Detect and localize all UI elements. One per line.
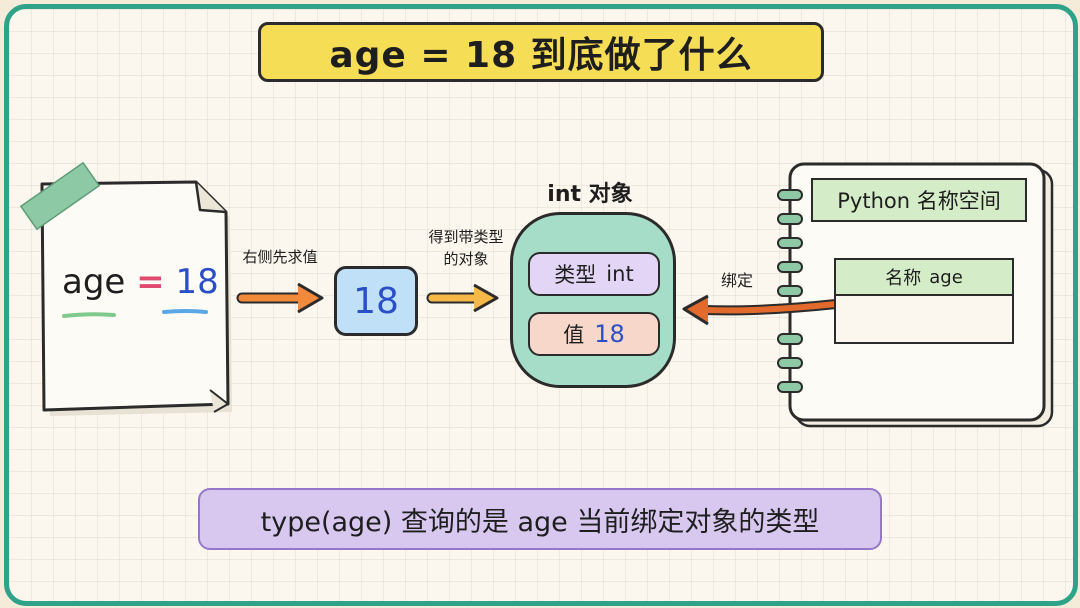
int-object-title: int 对象	[547, 182, 633, 207]
arrow-create-label: 得到带类型 的对象	[416, 226, 516, 270]
page-title: age = 18 到底做了什么	[258, 22, 824, 82]
tape	[19, 161, 101, 231]
paper-curl	[209, 389, 229, 413]
arrow-create-object	[426, 283, 499, 313]
type-value: int	[606, 262, 634, 286]
type-pill: 类型 int	[528, 252, 660, 296]
underline-num	[162, 309, 208, 314]
namespace-title: Python 名称空间	[811, 178, 1027, 222]
footer-note: type(age) 查询的是 age 当前绑定对象的类型	[198, 488, 882, 550]
arrow-bind	[682, 294, 841, 326]
arrow-evaluate-label: 右侧先求值	[242, 248, 318, 266]
code-assignment: age = 18	[62, 262, 222, 302]
type-label: 类型	[554, 263, 597, 287]
value-number: 18	[594, 320, 625, 348]
value-box: 18	[334, 266, 418, 336]
namespace-column-label: 名称	[885, 268, 922, 289]
namespace-table: 名称 age	[834, 258, 1014, 344]
arrow-evaluate	[236, 282, 324, 314]
notebook-rings	[777, 189, 803, 393]
underline-var	[62, 312, 116, 318]
bind-label: 绑定	[720, 271, 753, 290]
arrow-create-label-line1: 得到带类型	[428, 228, 504, 246]
value-pill: 值 18	[528, 312, 660, 356]
namespace-table-header: 名称 age	[836, 260, 1012, 296]
code-number: 18	[175, 262, 219, 302]
code-var: age	[62, 262, 126, 302]
arrow-create-label-line2: 的对象	[443, 250, 489, 268]
code-equals: =	[136, 262, 165, 302]
paper-fold	[194, 181, 227, 214]
value-label: 值	[563, 323, 585, 347]
int-object	[510, 212, 676, 388]
namespace-column-value: age	[929, 266, 963, 288]
paper-note	[40, 180, 230, 412]
